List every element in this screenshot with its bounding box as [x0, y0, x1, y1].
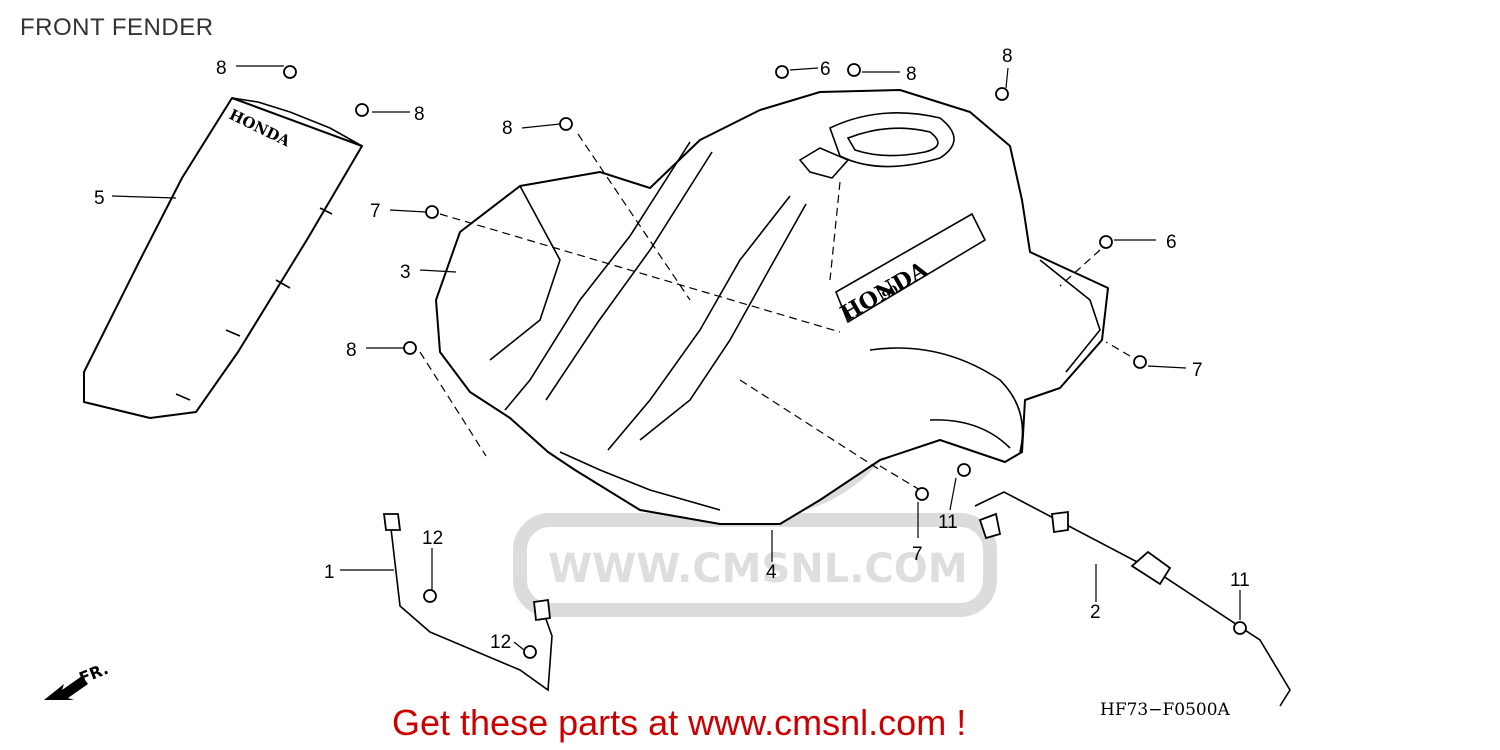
callout-6: 6 — [820, 59, 831, 80]
callout-8: 8 — [502, 118, 513, 139]
callout-3: 3 — [400, 262, 411, 283]
callout-12: 12 — [490, 632, 511, 653]
assembly-lines — [419, 133, 1131, 491]
callout-8: 8 — [1002, 46, 1013, 67]
callout-2: 2 — [1090, 602, 1101, 623]
callout-8: 8 — [414, 104, 425, 125]
callout-11: 11 — [1230, 570, 1250, 591]
leader-lines — [111, 65, 1241, 651]
front-direction-arrow: FR. — [44, 659, 111, 700]
callout-11: 11 — [938, 512, 958, 533]
callout-8: 8 — [216, 58, 227, 79]
callout-1: 1 — [324, 562, 335, 583]
callout-8: 8 — [346, 340, 357, 361]
callout-6: 6 — [1166, 232, 1177, 253]
watermark-text: WWW.CMSNL.COM — [548, 546, 968, 592]
fr-label: FR. — [76, 659, 111, 688]
callout-7: 7 — [1192, 360, 1203, 381]
callout-8: 8 — [906, 64, 917, 85]
callout-4: 4 — [766, 562, 777, 583]
part-2-right-stay[interactable] — [974, 491, 1291, 707]
callout-12: 12 — [422, 528, 443, 549]
callout-7: 7 — [912, 544, 923, 565]
callouts: 8 8 8 6 8 8 7 5 3 6 7 8 7 11 1 12 12 4 2… — [94, 46, 1250, 653]
part-1-left-stay[interactable] — [382, 513, 553, 692]
page-title: FRONT FENDER — [20, 14, 214, 41]
part-3-front-fender[interactable]: HONDA 90 — [435, 89, 1109, 525]
promo-link[interactable]: Get these parts at www.cmsnl.com ! — [392, 702, 967, 743]
callout-5: 5 — [94, 188, 105, 209]
part-5-cover-panel[interactable]: HONDA — [83, 97, 363, 419]
reference-code: HF73−F0500A — [1100, 700, 1230, 720]
callout-7: 7 — [370, 201, 381, 222]
